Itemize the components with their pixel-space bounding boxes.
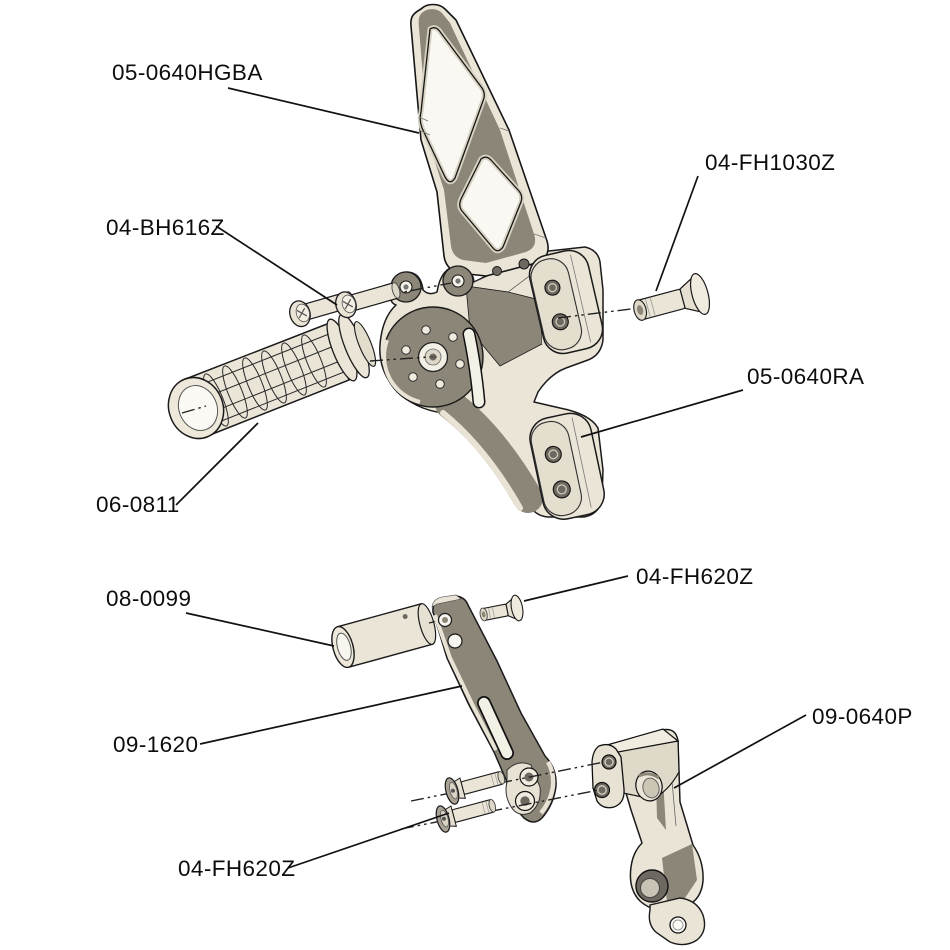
part-label-spacer: 08-0099 <box>106 586 191 611</box>
leader-heel-guard <box>227 87 420 134</box>
leader-lines <box>175 87 807 869</box>
bracket-ears <box>390 258 530 303</box>
part-label-lever-arm: 09-1620 <box>113 732 198 757</box>
guard-chamfer-line <box>499 127 510 132</box>
guard-chamfer-line <box>533 233 547 239</box>
hex-socket-icon <box>450 788 455 793</box>
center-lines-top <box>181 282 632 414</box>
lever-boss-highlight <box>539 760 556 815</box>
leader-bolts-fh620z-bottom <box>287 812 450 869</box>
lever-hole-lower <box>447 633 463 649</box>
hanger-hole-1 <box>601 754 617 770</box>
plate-holes <box>401 325 465 389</box>
center-lines-bottom <box>400 761 605 830</box>
grip-end <box>353 321 377 367</box>
lever-cap-face <box>431 594 462 608</box>
part-label-bolt-fh620z-top: 04-FH620Z <box>636 564 753 589</box>
center-line <box>428 619 443 624</box>
part-footpeg-grip <box>167 313 377 440</box>
part-bolt-fh1030z <box>633 273 711 321</box>
lever-edge-highlight <box>433 614 498 751</box>
plate-center-bore <box>417 341 449 373</box>
spacer-bore <box>336 632 352 661</box>
part-lever-arm <box>431 594 557 823</box>
part-bolt-fh620z-bottom-2 <box>435 799 497 833</box>
leader-spacer <box>185 612 335 647</box>
hanger-foot-shade <box>662 844 697 904</box>
leader-lever-arm <box>199 685 463 745</box>
bolt-head-disc <box>689 273 711 315</box>
hanger-block-face <box>591 743 625 809</box>
guard-chamfer-line <box>420 130 431 136</box>
part-label-heel-guard: 05-0640HGBA <box>112 60 263 85</box>
attach-hole <box>492 266 502 276</box>
part-spacer <box>331 602 437 669</box>
part-bolt-fh620z-bottom-1 <box>444 771 506 805</box>
part-hanger-bracket <box>591 728 706 946</box>
hanger-hole-2 <box>593 781 611 799</box>
guard-chamfer-line <box>418 116 429 122</box>
part-label-hanger-bracket: 09-0640P <box>812 704 913 729</box>
spacer-pin-hole <box>402 614 408 620</box>
bracket-arm <box>435 389 543 513</box>
bolt-head-disc <box>510 594 524 622</box>
attach-hole <box>518 258 530 270</box>
part-bolt-fh620z-top <box>479 594 524 622</box>
plate-rim-highlight <box>382 339 421 404</box>
leader-bolts-bh616z <box>215 225 338 306</box>
bracket-slot <box>464 329 484 407</box>
bracket-upper-pad <box>528 249 604 355</box>
part-label-main-bracket: 05-0640RA <box>747 364 864 389</box>
heel-guard-cutout-lower-outline <box>459 156 523 252</box>
part-labels: 05-0640HGBA 04-FH1030Z 04-BH616Z 05-0640… <box>96 60 913 881</box>
leader-footpeg <box>175 422 259 506</box>
hanger-tab-hole <box>669 916 687 934</box>
leader-bolt-fh620z-top <box>523 575 629 602</box>
hex-socket-icon <box>636 305 644 315</box>
ear-hole <box>403 284 409 290</box>
leader-hanger-bracket <box>673 714 807 789</box>
ear-hole <box>455 278 461 284</box>
bracket-arm-chamfer <box>440 410 523 511</box>
hex-socket-icon <box>441 816 446 821</box>
part-label-footpeg: 06-0811 <box>96 492 180 517</box>
part-label-bolts-fh620z-bottom: 04-FH620Z <box>178 856 295 881</box>
leader-main-bracket <box>580 389 744 438</box>
part-label-bolts-bh616z: 04-BH616Z <box>106 215 225 240</box>
heel-guard-cutout-upper-outline <box>419 27 485 183</box>
part-heel-guard <box>410 3 549 277</box>
lever-slot <box>478 697 513 759</box>
leader-bolt-fh1030z <box>655 175 699 292</box>
bracket-lower-pad <box>529 412 605 520</box>
part-label-bolt-fh1030z: 04-FH1030Z <box>705 150 835 175</box>
grip-bore <box>177 385 219 431</box>
part-bolt-bh616z-2 <box>335 282 401 319</box>
